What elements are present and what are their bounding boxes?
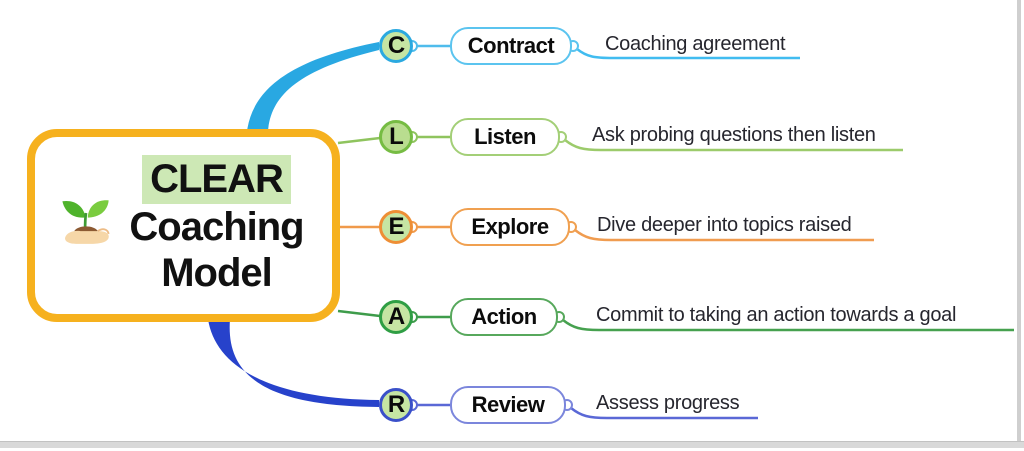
central-topic[interactable]: CLEAR Coaching Model [27, 129, 340, 322]
subtopic-review-description[interactable]: Assess progress [596, 392, 740, 414]
letter-circle-r[interactable]: R [379, 388, 413, 422]
letter-l: L [389, 123, 404, 150]
topic-review-label: Review [471, 392, 545, 417]
branch-r-curve [208, 319, 379, 407]
topic-explore-label: Explore [471, 214, 549, 239]
letter-r: R [387, 391, 405, 418]
branch-l-line [337, 136, 381, 145]
letter-circle-l[interactable]: L [379, 120, 413, 154]
subtopic-explore-description[interactable]: Dive deeper into topics raised [597, 214, 852, 236]
topic-listen-label: Listen [474, 124, 536, 149]
subtopic-listen-description[interactable]: Ask probing questions then listen [592, 124, 876, 146]
central-topic-word-coaching: Coaching [129, 205, 304, 249]
branch-a-line [337, 309, 381, 318]
branch-c-curve [247, 42, 379, 131]
subtopic-action-description[interactable]: Commit to taking an action towards a goa… [596, 304, 957, 326]
topic-contract[interactable]: Contract [450, 27, 572, 65]
topic-listen[interactable]: Listen [450, 118, 560, 156]
central-topic-word-model: Model [161, 251, 273, 295]
letter-circle-c[interactable]: C [379, 29, 413, 63]
window-bottom-edge [0, 441, 1024, 448]
seedling-in-hand-icon [57, 193, 115, 258]
letter-circle-a[interactable]: A [379, 300, 413, 334]
subtopic-contract-description[interactable]: Coaching agreement [605, 33, 786, 55]
central-topic-word-clear: CLEAR [142, 155, 291, 204]
topic-review[interactable]: Review [450, 386, 566, 424]
topic-action-label: Action [471, 304, 537, 329]
topic-explore[interactable]: Explore [450, 208, 570, 246]
letter-e: E [388, 213, 404, 240]
central-topic-text: CLEAR Coaching Model [115, 155, 332, 296]
window-right-edge [1017, 0, 1021, 441]
letter-a: A [387, 303, 405, 330]
topic-contract-label: Contract [467, 33, 555, 58]
letter-c: C [387, 32, 405, 59]
topic-action[interactable]: Action [450, 298, 558, 336]
letter-circle-e[interactable]: E [379, 210, 413, 244]
